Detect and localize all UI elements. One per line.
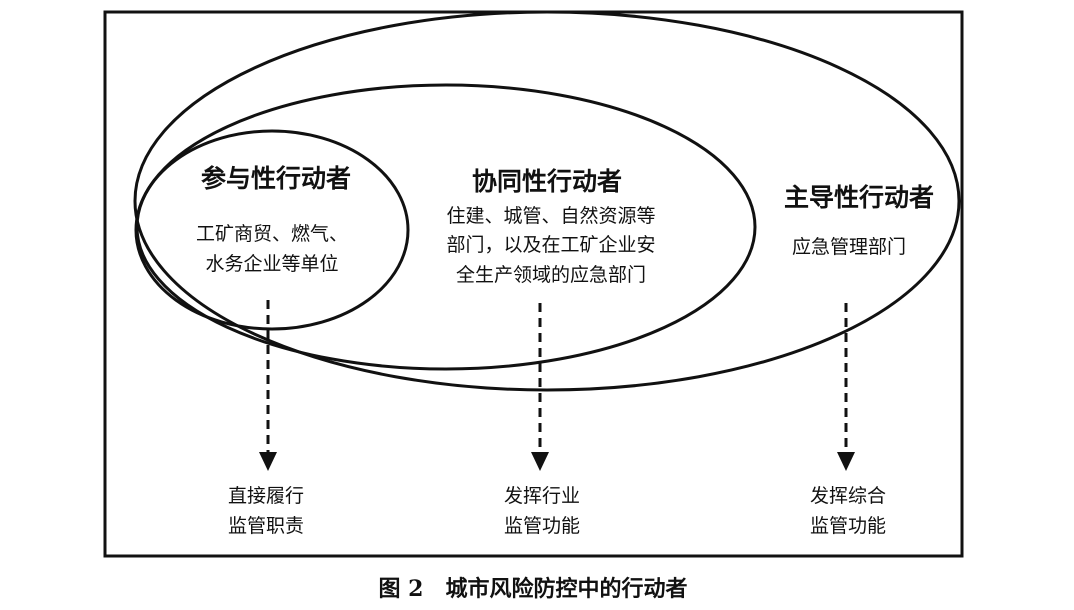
participatory-role-line-1: 直接履行 [228, 485, 304, 507]
collaborative-actor-desc-line-1: 住建、城管、自然资源等 [446, 205, 655, 227]
collaborative-actor-title: 协同性行动者 [472, 167, 622, 196]
leading-actor-desc-line-1: 应急管理部门 [792, 236, 906, 258]
leading-actor-title: 主导性行动者 [784, 183, 934, 212]
leading-actor-ellipse [133, 10, 961, 392]
collaborative-actor-desc-line-2: 部门，以及在工矿企业安 [446, 234, 655, 256]
participatory-actor-desc-line-2: 水务企业等单位 [205, 253, 338, 275]
collaborative-role-line-1: 发挥行业 [504, 485, 580, 507]
participatory-role-line-2: 监管职责 [228, 515, 304, 537]
dashed-down-arrow-icon [259, 300, 277, 471]
figure-caption: 图 2 城市风险防控中的行动者 [379, 576, 688, 602]
leading-role-line-1: 发挥综合 [810, 485, 886, 507]
collaborative-actor-desc-line-3: 全生产领域的应急部门 [456, 264, 646, 286]
participatory-actor-ellipse [134, 129, 410, 331]
collaborative-role-line-2: 监管功能 [504, 515, 580, 537]
participatory-actor-desc-line-1: 工矿商贸、燃气、 [196, 223, 348, 245]
participatory-actor-title: 参与性行动者 [201, 164, 351, 193]
dashed-down-arrow-icon [837, 303, 855, 471]
dashed-down-arrow-icon [531, 303, 549, 471]
leading-role-line-2: 监管功能 [810, 515, 886, 537]
